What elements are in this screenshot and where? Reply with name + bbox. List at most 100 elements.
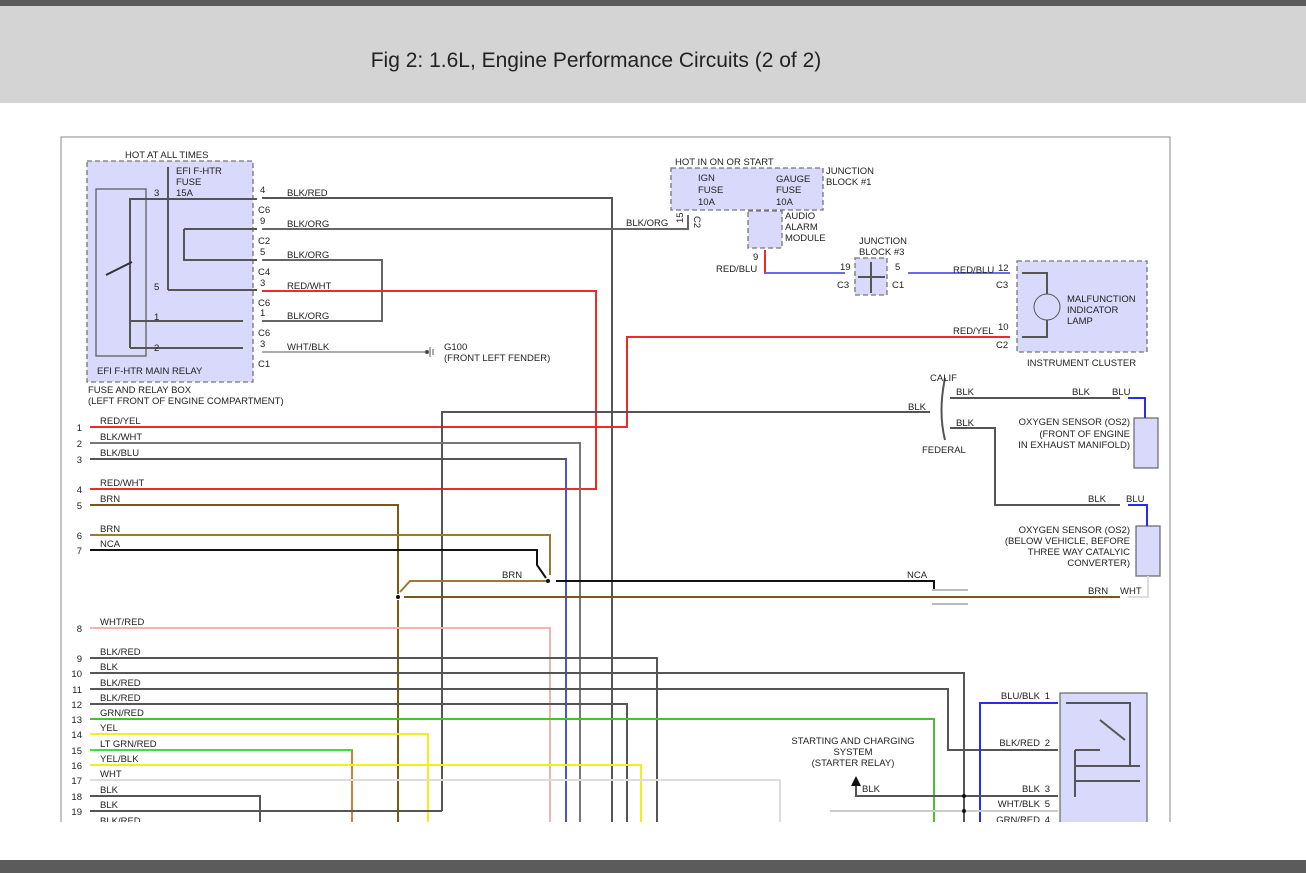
instrument-cluster-label: INSTRUMENT CLUSTER	[1027, 358, 1136, 369]
starter-label: SYSTEM	[833, 747, 872, 758]
o2-front-label: IN EXHAUST MANIFOLD)	[1018, 440, 1130, 451]
wire-label: BRN	[100, 494, 120, 505]
pin-label: 12	[71, 700, 82, 711]
labels: 4C6BLK/RED9C2BLK/ORG5C4BLK/ORG3C6RED/WHT…	[71, 185, 1050, 826]
wire-label: BLK/ORG	[287, 311, 329, 322]
hot-in-on-label: HOT IN ON OR START	[675, 157, 774, 168]
box-label: FUSE AND RELAY BOX	[88, 385, 192, 396]
wire-label: RED/BLU	[953, 265, 994, 276]
wire-blk	[90, 672, 965, 822]
relay-pin-label: 3	[154, 188, 159, 199]
wire-blk	[90, 795, 261, 822]
wire-brn	[90, 534, 551, 575]
wire-label: WHT/RED	[100, 617, 144, 628]
wire-wht	[1128, 576, 1149, 598]
gauge-fuse-rating: 10A	[776, 197, 794, 208]
jb3-label: JUNCTION	[859, 236, 907, 247]
pin-label: 6	[77, 531, 82, 542]
wire-label: BLK	[1022, 784, 1041, 795]
wire-label: GRN/RED	[996, 815, 1040, 826]
wire-label: BLK/BLU	[100, 448, 139, 459]
wire-label: RED/BLU	[716, 264, 757, 275]
ign-fuse-rating: 10A	[698, 197, 716, 208]
starter-label: STARTING AND CHARGING	[791, 736, 914, 747]
splice-dot	[396, 595, 400, 599]
pin-label: 12	[998, 263, 1009, 274]
wire-label: BLK/RED	[100, 693, 141, 704]
o2-rear-label: THREE WAY CATALYIC	[1028, 547, 1130, 558]
relay-pin-label: 2	[154, 343, 159, 354]
fuse-rating: 15A	[176, 188, 194, 199]
wires	[90, 167, 1149, 822]
jb3-bus	[858, 262, 885, 293]
relay-pin-label: 1	[154, 312, 159, 323]
conn-label: C6	[258, 328, 270, 339]
fuse-label: EFI F-HTR	[176, 166, 222, 177]
wire-label: GRN/RED	[100, 708, 144, 719]
wire-blu	[1128, 504, 1148, 526]
hot-at-all-times-label: HOT AT ALL TIMES	[125, 150, 208, 161]
figure-title: Fig 2: 1.6L, Engine Performance Circuits…	[370, 49, 822, 72]
diagram-frame	[60, 136, 1171, 822]
junction-block-1	[670, 167, 824, 211]
lamp-wiring	[1022, 272, 1048, 338]
conn-label: C2	[258, 236, 270, 247]
wire-label: BLU	[1112, 387, 1131, 398]
wire-label: RED/YEL	[953, 326, 994, 337]
conn-label: C6	[258, 205, 270, 216]
ground-label: G100	[444, 342, 467, 353]
pin-label: 10	[71, 669, 82, 680]
wire-blk-wht	[90, 442, 581, 822]
pin-label: 18	[71, 792, 82, 803]
pin-label: 9	[260, 216, 265, 227]
wire-label: BLK/WHT	[100, 432, 142, 443]
splice-dot	[962, 809, 966, 813]
right-relay-box	[1059, 692, 1148, 822]
pin-label: 3	[1045, 784, 1050, 795]
conn-label: C2	[691, 216, 702, 228]
wire-label: YEL/BLK	[100, 754, 139, 765]
calif-label: CALIF	[930, 373, 957, 384]
wire-label: BRN	[100, 524, 120, 535]
lamp-label: INDICATOR	[1067, 305, 1119, 316]
pin-label: 10	[998, 322, 1009, 333]
wire-label: WHT/BLK	[287, 342, 330, 353]
federal-label: FEDERAL	[922, 445, 966, 456]
pin-label: 2	[77, 439, 82, 450]
o2-sensor-rear	[1135, 525, 1161, 577]
wire-yel	[90, 733, 429, 822]
wire-brn	[90, 504, 399, 822]
pin-label: 3	[260, 278, 265, 289]
ground-location: (FRONT LEFT FENDER)	[444, 353, 550, 364]
wire-label: WHT	[1120, 586, 1142, 597]
gauge-fuse-label: FUSE	[776, 185, 801, 196]
wire-label: BLK	[862, 784, 881, 795]
audio-alarm-label: MODULE	[785, 233, 826, 244]
wire-label: BLK/RED	[999, 738, 1040, 749]
pin-label: 2	[1045, 738, 1050, 749]
pin-label: 4	[260, 185, 265, 196]
relay-wiring	[129, 167, 257, 349]
wire-label: NCA	[100, 539, 121, 550]
wire-label: LT GRN/RED	[100, 739, 157, 750]
o2-rear-label: CONVERTER)	[1067, 558, 1130, 569]
o2-rear-label: (BELOW VEHICLE, BEFORE	[1005, 536, 1130, 547]
wire-blk-red	[90, 703, 628, 822]
relay-pin-label: 5	[154, 282, 159, 293]
o2-rear-label: OXYGEN SENSOR (OS2)	[1019, 525, 1130, 536]
pin-label: 15	[675, 212, 686, 223]
conn-label: C6	[258, 298, 270, 309]
pin-label: 4	[77, 485, 82, 496]
window-top-bar	[0, 0, 1306, 6]
wire-label: BLK	[956, 418, 975, 429]
wire-label: WHT	[100, 769, 122, 780]
ground-icon	[425, 347, 434, 357]
wire-label: BRN	[502, 570, 522, 581]
wire-label: BLK	[100, 662, 119, 673]
wire-label: BRN	[1088, 586, 1108, 597]
jb1-label: BLOCK #1	[826, 177, 871, 188]
wire-label: BLU/BLK	[1001, 691, 1041, 702]
pin-label: 9	[77, 654, 82, 665]
wire-blk	[855, 786, 1058, 797]
